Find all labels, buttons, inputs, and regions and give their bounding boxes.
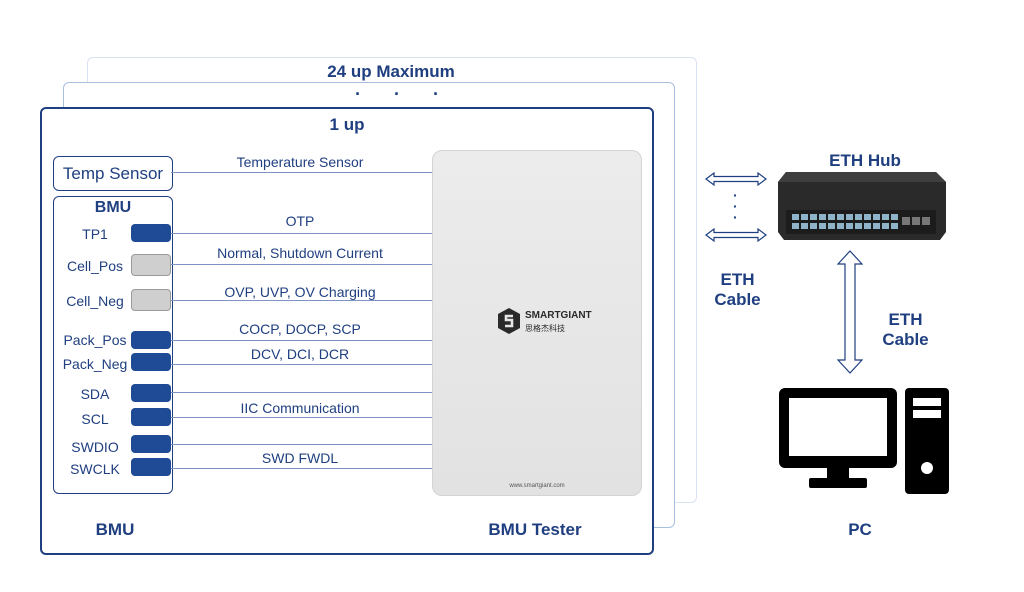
pin-pack-neg [131, 353, 171, 371]
pin-label-cell-pos: Cell_Pos [66, 258, 124, 274]
pin-pack-pos [131, 331, 171, 349]
pin-label-scl: SCL [81, 411, 109, 427]
one-up-title: 1 up [329, 115, 365, 134]
line-pack-pos [171, 340, 432, 341]
smartgiant-logo-icon [497, 307, 521, 335]
line-scl [171, 417, 432, 418]
signal-cocp: COCP, DOCP, SCP [239, 321, 361, 337]
temp-sensor-box: Temp Sensor [53, 156, 173, 191]
signal-temperature: Temperature Sensor [236, 154, 364, 170]
tester-bottom-label: BMU Tester [488, 520, 582, 539]
pin-label-swclk: SWCLK [70, 461, 120, 477]
tester-brand-cn: 思格杰科技 [525, 324, 565, 333]
tester-url: www.smartgiant.com [509, 483, 565, 489]
pc-label: PC [848, 520, 872, 539]
arrow-dots: ··· [733, 187, 738, 225]
signal-current: Normal, Shutdown Current [217, 245, 383, 261]
signal-iic: IIC Communication [240, 400, 360, 416]
pin-label-tp1: TP1 [82, 226, 108, 242]
bmu-tester-device: SMARTGIANT 思格杰科技 www.smartgiant.com [432, 150, 642, 496]
pin-swclk [131, 458, 171, 476]
eth-hub-label: ETH Hub [829, 151, 901, 170]
line-temperature [171, 172, 432, 173]
line-pack-neg [171, 364, 432, 365]
max-title: 24 up Maximum [327, 62, 455, 81]
line-cell-pos [171, 264, 432, 265]
line-swclk [171, 468, 432, 469]
eth-cable-left-label: ETH Cable [714, 270, 761, 309]
pc-icon [779, 388, 949, 494]
double-arrow-icon-bottom [705, 228, 767, 242]
pin-swdio [131, 435, 171, 453]
pin-cell-pos [131, 254, 171, 276]
double-arrow-vertical-icon [837, 250, 863, 374]
bmu-bottom-label: BMU [95, 520, 135, 539]
bmu-box-title: BMU [94, 199, 132, 216]
eth-cable-right-label: ETH Cable [882, 310, 929, 349]
pin-label-sda: SDA [80, 386, 110, 402]
line-tp1 [171, 233, 432, 234]
signal-dcv: DCV, DCI, DCR [250, 346, 350, 362]
signal-swd: SWD FWDL [261, 450, 339, 466]
line-cell-neg [171, 300, 432, 301]
signal-ovp: OVP, UVP, OV Charging [224, 284, 376, 300]
line-swdio [171, 444, 432, 445]
pin-tp1 [131, 224, 171, 242]
temp-sensor-label: Temp Sensor [62, 164, 164, 183]
ellipsis-dots: · · · [355, 84, 453, 104]
pin-scl [131, 408, 171, 426]
eth-hub-switch-icon [778, 172, 946, 240]
tester-brand: SMARTGIANT [525, 310, 592, 321]
pin-sda [131, 384, 171, 402]
pin-cell-neg [131, 289, 171, 311]
line-sda [171, 392, 432, 393]
pin-label-cell-neg: Cell_Neg [66, 293, 124, 309]
double-arrow-icon-top [705, 172, 767, 186]
pin-label-swdio: SWDIO [71, 439, 119, 455]
pin-label-pack-neg: Pack_Neg [62, 356, 128, 372]
pin-label-pack-pos: Pack_Pos [63, 332, 127, 348]
signal-otp: OTP [285, 213, 315, 229]
